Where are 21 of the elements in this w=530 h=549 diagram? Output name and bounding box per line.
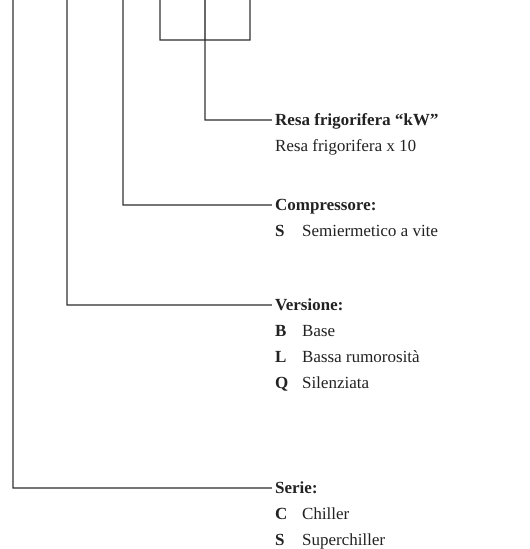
option-code: L: [275, 347, 286, 367]
field-heading: Versione:: [275, 295, 344, 315]
leader-line: [12, 0, 272, 489]
option-description: Silenziata: [302, 373, 370, 393]
option-description: Semiermetico a vite: [302, 221, 438, 241]
field-heading: Compressore:: [275, 195, 376, 215]
option-description: Superchiller: [302, 530, 386, 549]
option-code: C: [275, 504, 288, 524]
option-description: Base: [302, 321, 336, 341]
field-heading: Resa frigorifera “kW”: [275, 110, 438, 130]
leader-line: [66, 0, 272, 306]
option-description: Chiller: [302, 504, 350, 524]
field-description: Resa frigorifera x 10: [275, 136, 416, 156]
option-code: Q: [275, 373, 288, 393]
option-code: S: [275, 530, 284, 549]
field-heading: Serie:: [275, 478, 318, 498]
leader-line: [122, 0, 272, 206]
leader-line: [204, 0, 272, 121]
option-description: Bassa rumorosità: [302, 347, 420, 367]
option-code: B: [275, 321, 286, 341]
option-code: S: [275, 221, 284, 241]
